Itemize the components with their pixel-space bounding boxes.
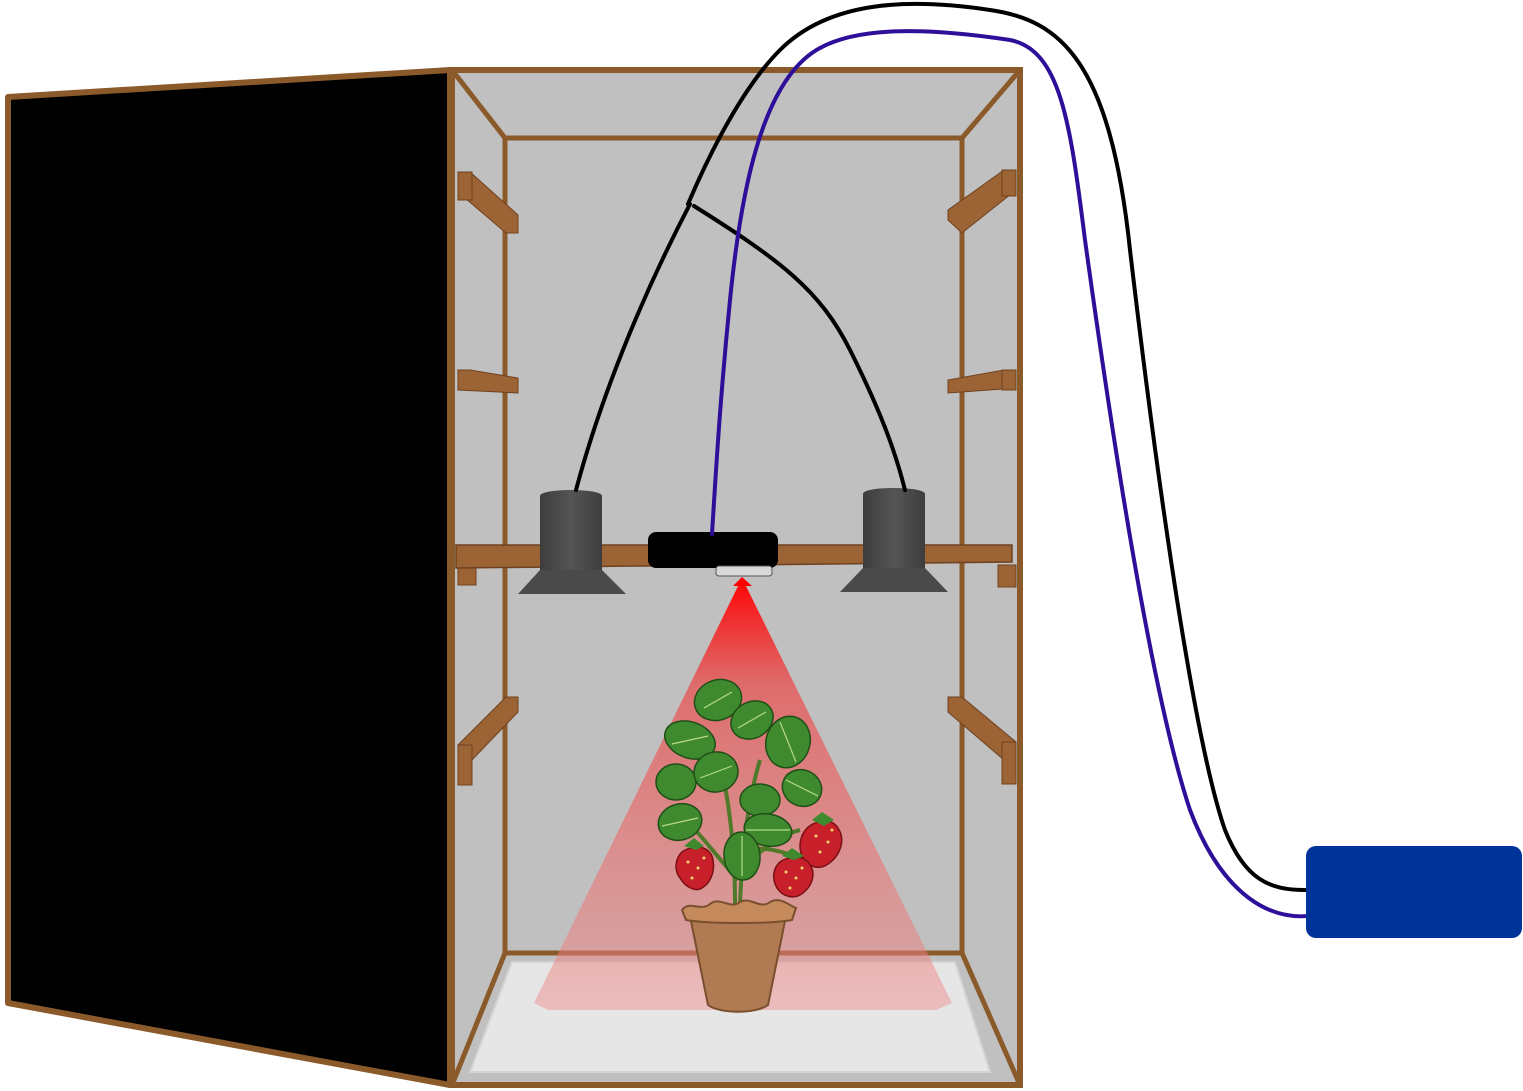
power-cable-lamp-right [692, 204, 907, 492]
controller-box-icon [1306, 846, 1522, 938]
camera-icon [648, 532, 778, 568]
leaf-veins [661, 691, 819, 876]
rail-left-4-post [457, 744, 473, 786]
frame-edge-top-right [960, 68, 1022, 140]
strawberry-seeds [686, 828, 834, 890]
pot-icon [688, 915, 788, 1013]
rail-right-2-post [1001, 369, 1017, 391]
leaf-icon [655, 678, 823, 881]
pot-rim [680, 899, 798, 924]
interior-back-wall [452, 70, 1020, 1085]
lamp-icon [863, 488, 925, 568]
frame-edge-bottom-left [449, 952, 508, 1086]
lamp-left-shade [518, 570, 626, 594]
camera-lens [715, 565, 773, 577]
frame-edge-top-left [450, 68, 507, 140]
rail-right-4-post [1001, 741, 1017, 785]
power-cable-lamp-left [574, 202, 692, 492]
frame-edge-bottom-right [959, 951, 1023, 1087]
rail-right-3 [997, 564, 1017, 588]
lamp-right [840, 488, 948, 592]
strawberry-caps [684, 812, 834, 860]
power-cable [686, 1, 1307, 892]
enclosure [449, 67, 1023, 1088]
camera [648, 532, 778, 577]
strawberry-plant [655, 678, 843, 1013]
rail-left-1-post [457, 171, 473, 201]
cables [574, 1, 1330, 919]
lamp-icon [540, 490, 602, 570]
door-panel-icon [5, 67, 453, 1088]
data-cable [710, 29, 1330, 919]
rail-right-1-post [1001, 169, 1017, 197]
lamp-left [518, 490, 626, 594]
lamp-right-shade [840, 568, 948, 592]
light-beam-tip [733, 577, 752, 586]
rail-left-2 [457, 369, 519, 394]
